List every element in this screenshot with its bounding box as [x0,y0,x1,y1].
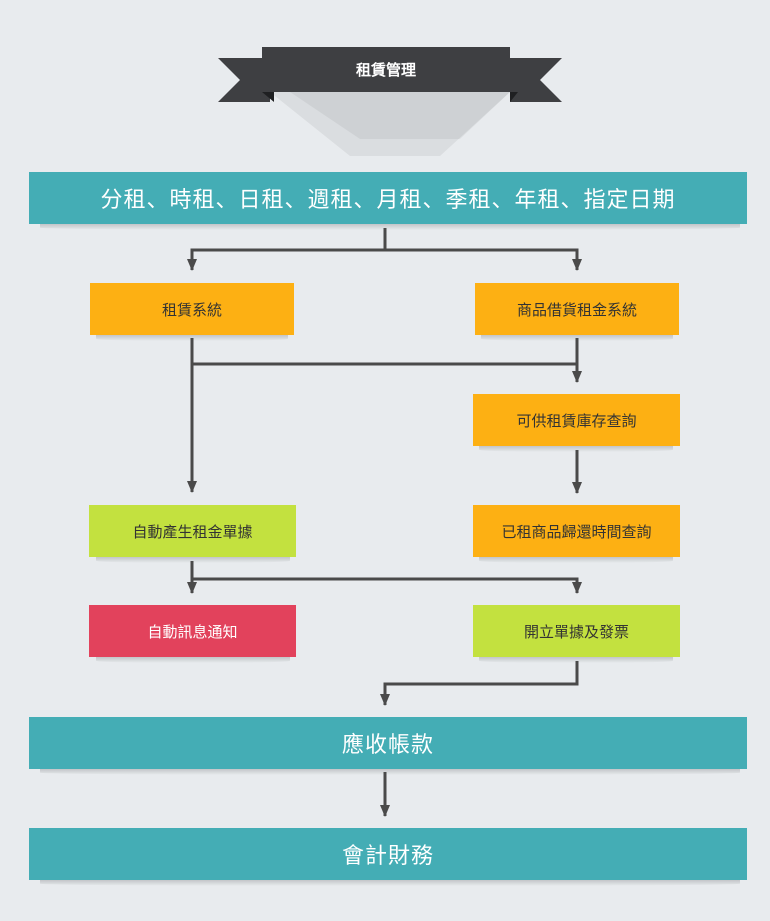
ribbon-shape [218,47,562,156]
rental-system-node: 租賃系統 [90,283,294,335]
issue-docs-invoice-node: 開立單據及發票 [473,605,680,657]
goods-rental-system-node: 商品借貨租金系統 [475,283,679,335]
inventory-query-node: 可供租賃庫存查詢 [473,394,680,446]
receivables-bar: 應收帳款 [29,717,747,769]
ribbon-title: 租賃管理 [355,61,416,79]
title-ribbon: 租賃管理 [210,44,570,164]
auto-rent-docs-node: 自動產生租金單據 [89,505,296,557]
arrow-split-right [385,248,582,271]
arrow-docs-to-invoice [192,577,582,594]
arrow-top-to-branches [187,228,387,271]
return-time-query-node: 已租商品歸還時間查詢 [473,505,680,557]
auto-notification-node: 自動訊息通知 [89,605,296,657]
accounting-bar: 會計財務 [29,828,747,880]
arrow-invoice-to-receivables [380,661,579,706]
rental-periods-bar: 分租、時租、日租、週租、月租、季租、年租、指定日期 [29,172,747,224]
